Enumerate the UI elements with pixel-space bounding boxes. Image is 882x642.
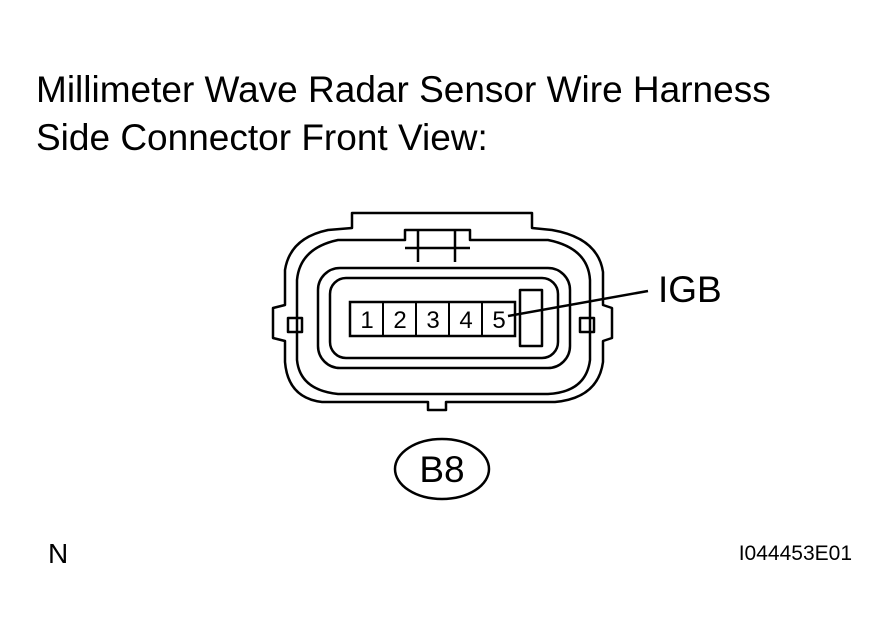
pin-4-label: 4 xyxy=(459,307,472,334)
title-line-1: Millimeter Wave Radar Sensor Wire Harnes… xyxy=(36,69,771,110)
figure-id: I044453E01 xyxy=(738,542,852,565)
footer-left-mark: N xyxy=(48,538,69,569)
pin-cavity xyxy=(316,266,572,370)
pin-5-label: 5 xyxy=(492,307,505,334)
pin-block xyxy=(348,300,517,338)
connector-id-badge xyxy=(393,437,491,501)
title-line-2: Side Connector Front View: xyxy=(36,117,488,158)
pin-cavity-inner xyxy=(328,276,560,360)
pin-2-label: 2 xyxy=(393,307,406,334)
connector-inner-housing xyxy=(295,228,592,396)
pin-1-label: 1 xyxy=(360,307,373,334)
diagram-title: Millimeter Wave Radar Sensor Wire Harnes… xyxy=(36,66,866,162)
connector-id-label: B8 xyxy=(419,449,464,490)
callout-leader-line xyxy=(507,289,649,318)
connector-outer-housing xyxy=(271,211,614,412)
key-block xyxy=(518,288,544,348)
ear-right xyxy=(578,316,596,334)
callout-label: IGB xyxy=(658,269,722,310)
pin-3-label: 3 xyxy=(426,307,439,334)
ear-left xyxy=(286,316,304,334)
